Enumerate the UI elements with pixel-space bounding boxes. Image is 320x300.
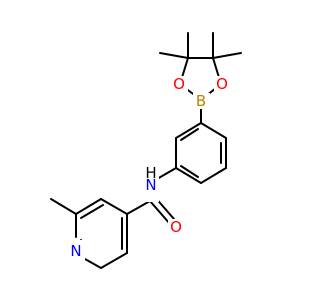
oxygen-atom-label: O: [216, 75, 228, 93]
pyridine-nitrogen-label: N: [70, 242, 81, 260]
aryl-nitrogen-bond: [156, 167, 177, 180]
pinacol-methyl-bonds: [159, 32, 242, 59]
chemical-structure-diagram: O O B H N O N: [50, 32, 242, 269]
pyridine-methyl-bond: [50, 198, 77, 215]
benzene-ring-bonds: [175, 122, 227, 184]
oxygen-atom-label: O: [173, 75, 185, 93]
amide-oxygen-label: O: [170, 218, 182, 236]
atom-labels: O O B H N O N: [68, 75, 231, 260]
amide-nitrogen-label: N: [145, 176, 156, 194]
boron-atom-label: B: [196, 92, 206, 110]
pyridine-ring-bonds: [75, 198, 128, 269]
amide-hydrogen-label: H: [145, 164, 156, 182]
